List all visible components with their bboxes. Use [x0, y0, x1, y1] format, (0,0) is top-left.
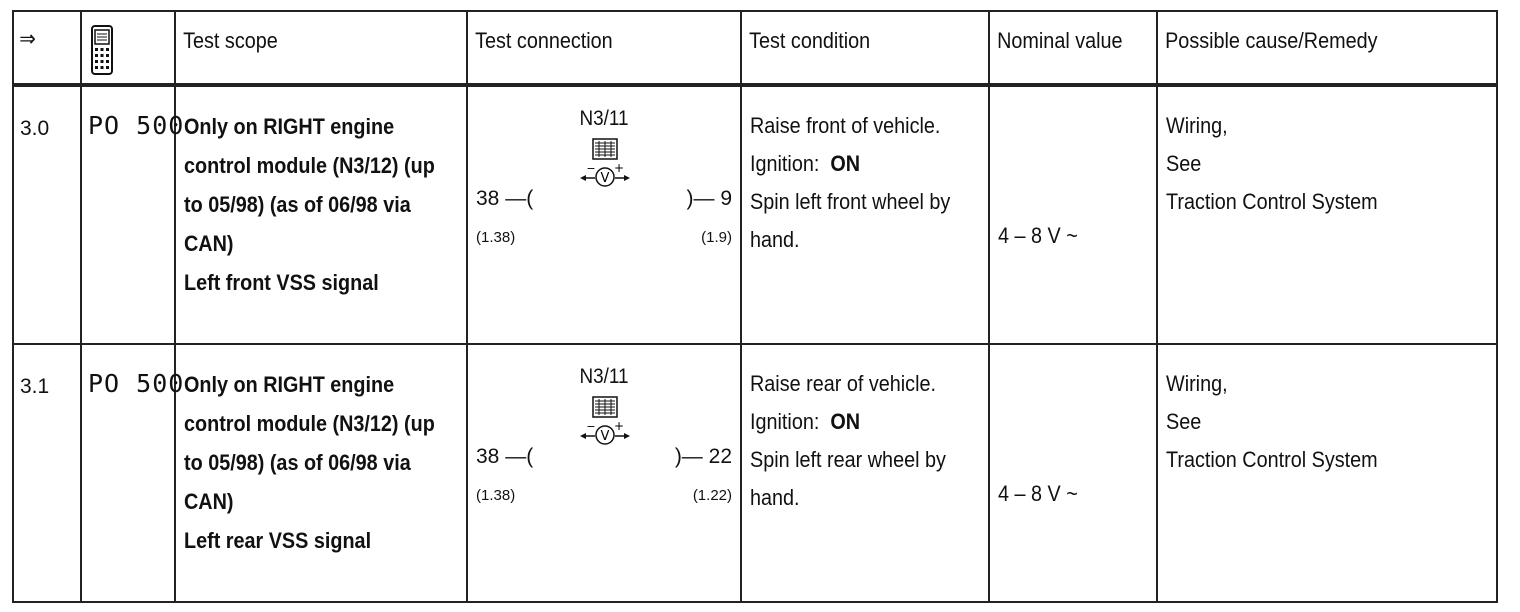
scope-line: to 05/98) (as of 06/98 via [184, 450, 411, 475]
cause-line: See [1166, 151, 1202, 176]
svg-text:V: V [601, 429, 610, 444]
scope-line: Only on RIGHT engine [184, 372, 395, 397]
step-number: 3.0 [12, 84, 82, 345]
nominal-value-cell: 4 – 8 V ~ [988, 84, 1158, 345]
header-arrow: ⇒ [12, 10, 76, 87]
scope-line: CAN) [184, 231, 234, 256]
diagnostic-tester-icon [91, 25, 113, 75]
svg-text:+: + [614, 161, 624, 175]
pin-right: )— 9 [686, 187, 732, 210]
condition-ignition: Ignition: ON [750, 151, 861, 176]
scope-line: Left rear VSS signal [184, 528, 372, 553]
possible-cause-cell: Wiring, See Traction Control System [1156, 84, 1498, 345]
cause-line: See [1166, 409, 1202, 434]
condition-line: Raise front of vehicle. [750, 113, 941, 138]
nominal-value: 4 – 8 V ~ [998, 223, 1078, 248]
possible-cause-cell: Wiring, See Traction Control System [1156, 343, 1498, 603]
test-table-sheet: ⇒ [12, 10, 1498, 603]
svg-text:+: + [614, 419, 624, 433]
fault-code: PO 500 [80, 343, 183, 603]
cause-line: Wiring, [1166, 371, 1228, 396]
test-scope-cell: Only on RIGHT engine control module (N3/… [174, 84, 468, 345]
header-test-condition: Test condition [740, 10, 966, 87]
header-device [80, 10, 176, 87]
header-test-connection: Test connection [466, 10, 715, 87]
test-scope-cell: Only on RIGHT engine control module (N3/… [174, 343, 468, 603]
scope-line: Only on RIGHT engine [184, 114, 395, 139]
test-table: ⇒ [12, 10, 1498, 603]
cause-line: Traction Control System [1166, 447, 1378, 472]
test-connection-cell: N3/11 V − + [466, 343, 742, 603]
nominal-value: 4 – 8 V ~ [998, 481, 1078, 506]
pin-left-ref: (1.38) [476, 487, 516, 504]
condition-ignition: Ignition: ON [750, 409, 861, 434]
svg-text:V: V [601, 171, 610, 186]
pin-left-ref: (1.38) [476, 229, 516, 246]
test-condition-cell: Raise front of vehicle. Ignition: ON Spi… [740, 84, 990, 345]
pin-left: 38 —( [476, 445, 534, 468]
header-possible-cause: Possible cause/Remedy [1156, 10, 1464, 87]
condition-line: Raise rear of vehicle. [750, 371, 936, 396]
test-condition-cell: Raise rear of vehicle. Ignition: ON Spin… [740, 343, 990, 603]
table-row: 3.1 PO 500 Only on RIGHT engine control … [12, 343, 1498, 603]
svg-text:−: − [586, 162, 595, 175]
module-label: N3/11 [579, 365, 629, 388]
pin-left: 38 —( [476, 187, 534, 210]
header-nominal-value: Nominal value [988, 10, 1142, 87]
scope-line: CAN) [184, 489, 234, 514]
condition-line: Spin left front wheel by [750, 189, 951, 214]
header-row: ⇒ [12, 10, 1497, 87]
fault-code: PO 500 [80, 84, 183, 345]
nominal-value-cell: 4 – 8 V ~ [988, 343, 1158, 603]
cause-line: Traction Control System [1166, 189, 1378, 214]
condition-line: hand. [750, 227, 800, 252]
pin-right: )— 22 [674, 445, 732, 468]
scope-line: to 05/98) (as of 06/98 via [184, 192, 411, 217]
step-number: 3.1 [12, 343, 82, 603]
voltmeter-icon: V − + [580, 138, 630, 187]
test-connection-cell: N3/11 V − + [466, 84, 742, 345]
table-row: 3.0 PO 500 Only on RIGHT engine control … [12, 84, 1498, 345]
pin-right-ref: (1.9) [701, 229, 732, 246]
pin-right-ref: (1.22) [692, 487, 732, 504]
module-label: N3/11 [579, 107, 629, 130]
condition-line: hand. [750, 485, 800, 510]
scope-line: control module (N3/12) (up [184, 153, 435, 178]
voltmeter-icon: V − + [580, 396, 630, 445]
condition-line: Spin left rear wheel by [750, 447, 946, 472]
scope-line: Left front VSS signal [184, 270, 379, 295]
cause-line: Wiring, [1166, 113, 1228, 138]
svg-text:−: − [586, 420, 595, 433]
scope-line: control module (N3/12) (up [184, 411, 435, 436]
header-test-scope: Test scope [174, 10, 439, 87]
